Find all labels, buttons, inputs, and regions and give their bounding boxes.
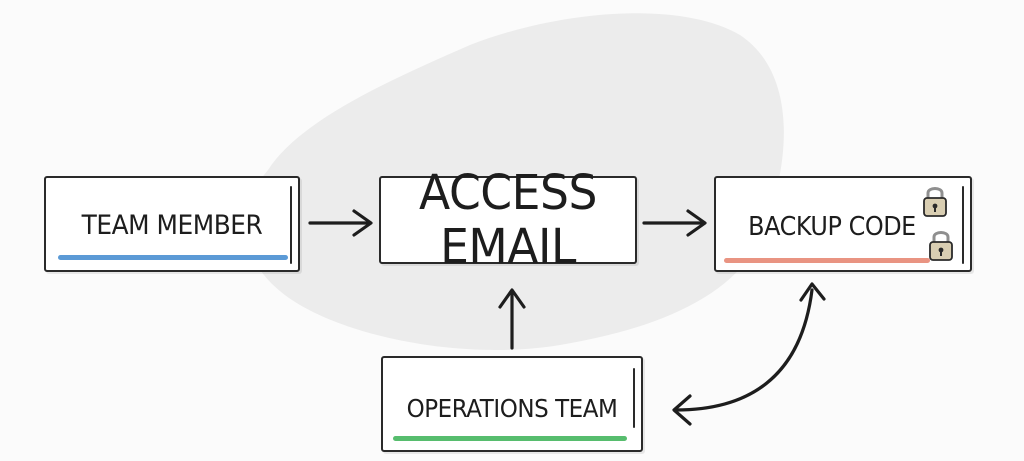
backup-code-label: BACKUP CODE (748, 212, 916, 242)
padlock-icon (929, 231, 953, 261)
backup-code-edge-mark (962, 186, 964, 264)
team-member-label: TEAM MEMBER (81, 210, 263, 241)
access-email-node[interactable]: ACCESS EMAIL (379, 166, 637, 274)
team-member-edge-mark (290, 186, 292, 264)
padlock-icon (923, 187, 947, 217)
access-email-label-line1: ACCESS (419, 165, 597, 221)
backup-code-node[interactable]: BACKUP CODE (714, 176, 972, 272)
access-email-label-line2: EMAIL (440, 219, 576, 275)
arrow-operations-team-backup-code-bidirectional (672, 282, 826, 426)
arrow-team-member-to-access-email (308, 209, 373, 237)
team-member-node[interactable]: TEAM MEMBER (44, 176, 300, 272)
operations-team-edge-mark (633, 368, 635, 428)
operations-team-label: OPERATIONS TEAM (406, 394, 618, 423)
team-member-underline (58, 255, 288, 260)
backup-code-underline (724, 258, 930, 263)
arrow-access-email-to-backup-code (642, 209, 707, 237)
operations-team-node[interactable]: OPERATIONS TEAM (381, 356, 643, 452)
arrow-operations-team-to-access-email (498, 288, 526, 350)
operations-team-underline (393, 436, 627, 441)
